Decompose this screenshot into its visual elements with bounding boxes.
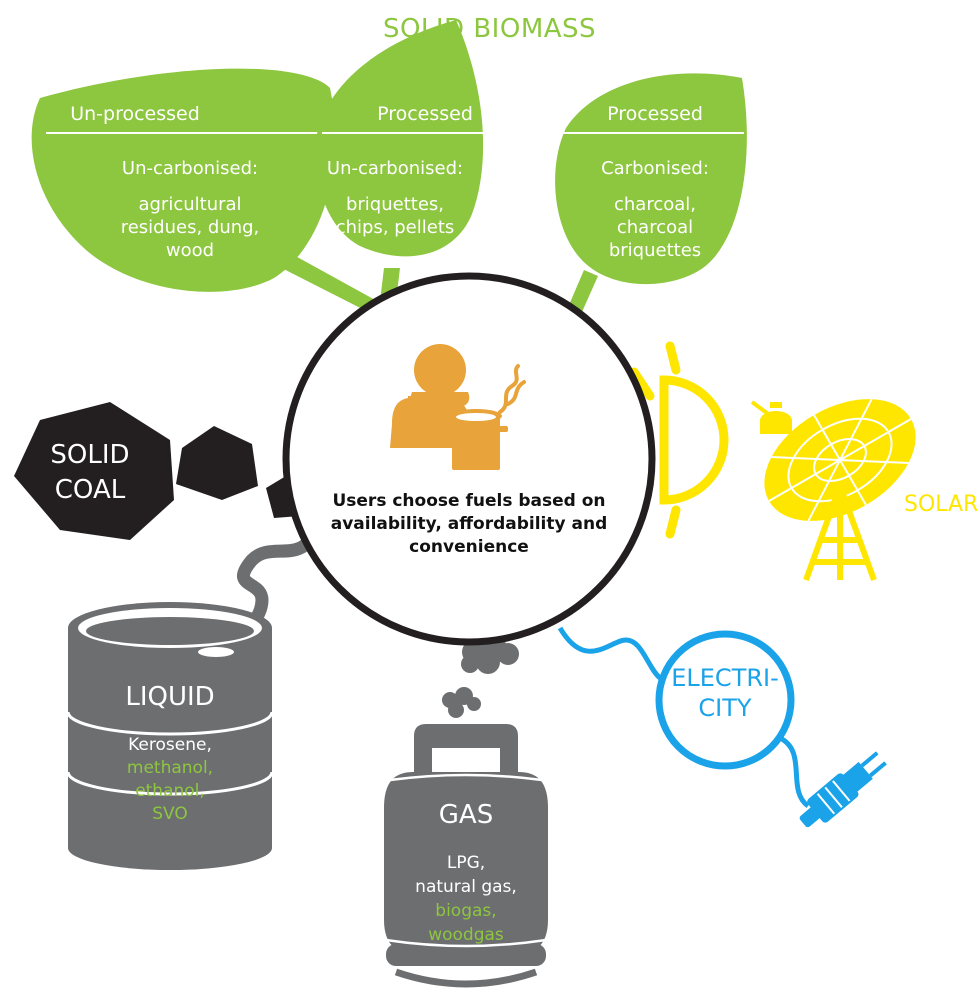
electricity-icon	[557, 626, 887, 828]
leaf-unprocessed	[31, 68, 336, 292]
electricity-label-line2: CITY	[698, 694, 752, 722]
leaf2-line3: chips, pellets	[335, 217, 455, 238]
gas-item-biogas: biogas,	[435, 901, 497, 921]
leaf1-line2: agricultural	[138, 194, 242, 215]
center-line1: Users choose fuels based on	[332, 491, 606, 511]
solar-icon	[613, 341, 916, 582]
leaf-processed-carbonised	[555, 73, 747, 285]
leaf2-line2: briquettes,	[345, 194, 445, 215]
leaf2-header: Processed	[377, 103, 473, 125]
gas-item-woodgas: woodgas	[428, 925, 504, 945]
leaf3-line3: charcoal	[616, 217, 694, 238]
leaf3-line2: charcoal,	[613, 194, 696, 215]
electricity-label-line1: ELECTRI-	[671, 664, 779, 692]
title-solid-biomass: SOLID BIOMASS	[382, 14, 597, 44]
leaf1-line4: wood	[165, 240, 215, 261]
gas-title: GAS	[438, 800, 494, 830]
coal-label-line1: SOLID	[50, 440, 130, 470]
gas-smoke	[442, 632, 519, 718]
leaf1-line3: residues, dung,	[120, 217, 260, 238]
leaf3-header: Processed	[607, 103, 703, 125]
liquid-item-svo: SVO	[152, 804, 188, 824]
liquid-barrel-icon	[66, 602, 274, 870]
leaf2-line1: Un-carbonised:	[326, 158, 464, 179]
gas-item-natural-gas: natural gas,	[415, 877, 517, 897]
leaf1-header: Un-processed	[70, 103, 200, 125]
liquid-item-kerosene: Kerosene,	[128, 735, 212, 755]
gas-cylinder-icon	[384, 724, 548, 988]
solar-label: SOLAR	[904, 492, 979, 517]
center-line2: availability, affordability and	[330, 514, 608, 534]
liquid-item-methanol: methanol,	[126, 758, 214, 778]
leaf1-line1: Un-carbonised:	[121, 158, 259, 179]
liquid-title: LIQUID	[125, 682, 215, 712]
gas-item-lpg: LPG,	[446, 853, 486, 873]
center-line3: convenience	[409, 537, 529, 557]
leaf3-line4: briquettes	[608, 240, 702, 261]
liquid-item-ethanol: ethanol,	[135, 781, 205, 801]
leaf-processed-uncarbonised	[315, 20, 484, 257]
user-cooking-icon	[390, 344, 526, 470]
coal-label-line2: COAL	[54, 475, 126, 505]
leaf3-line1: Carbonised:	[601, 158, 709, 179]
